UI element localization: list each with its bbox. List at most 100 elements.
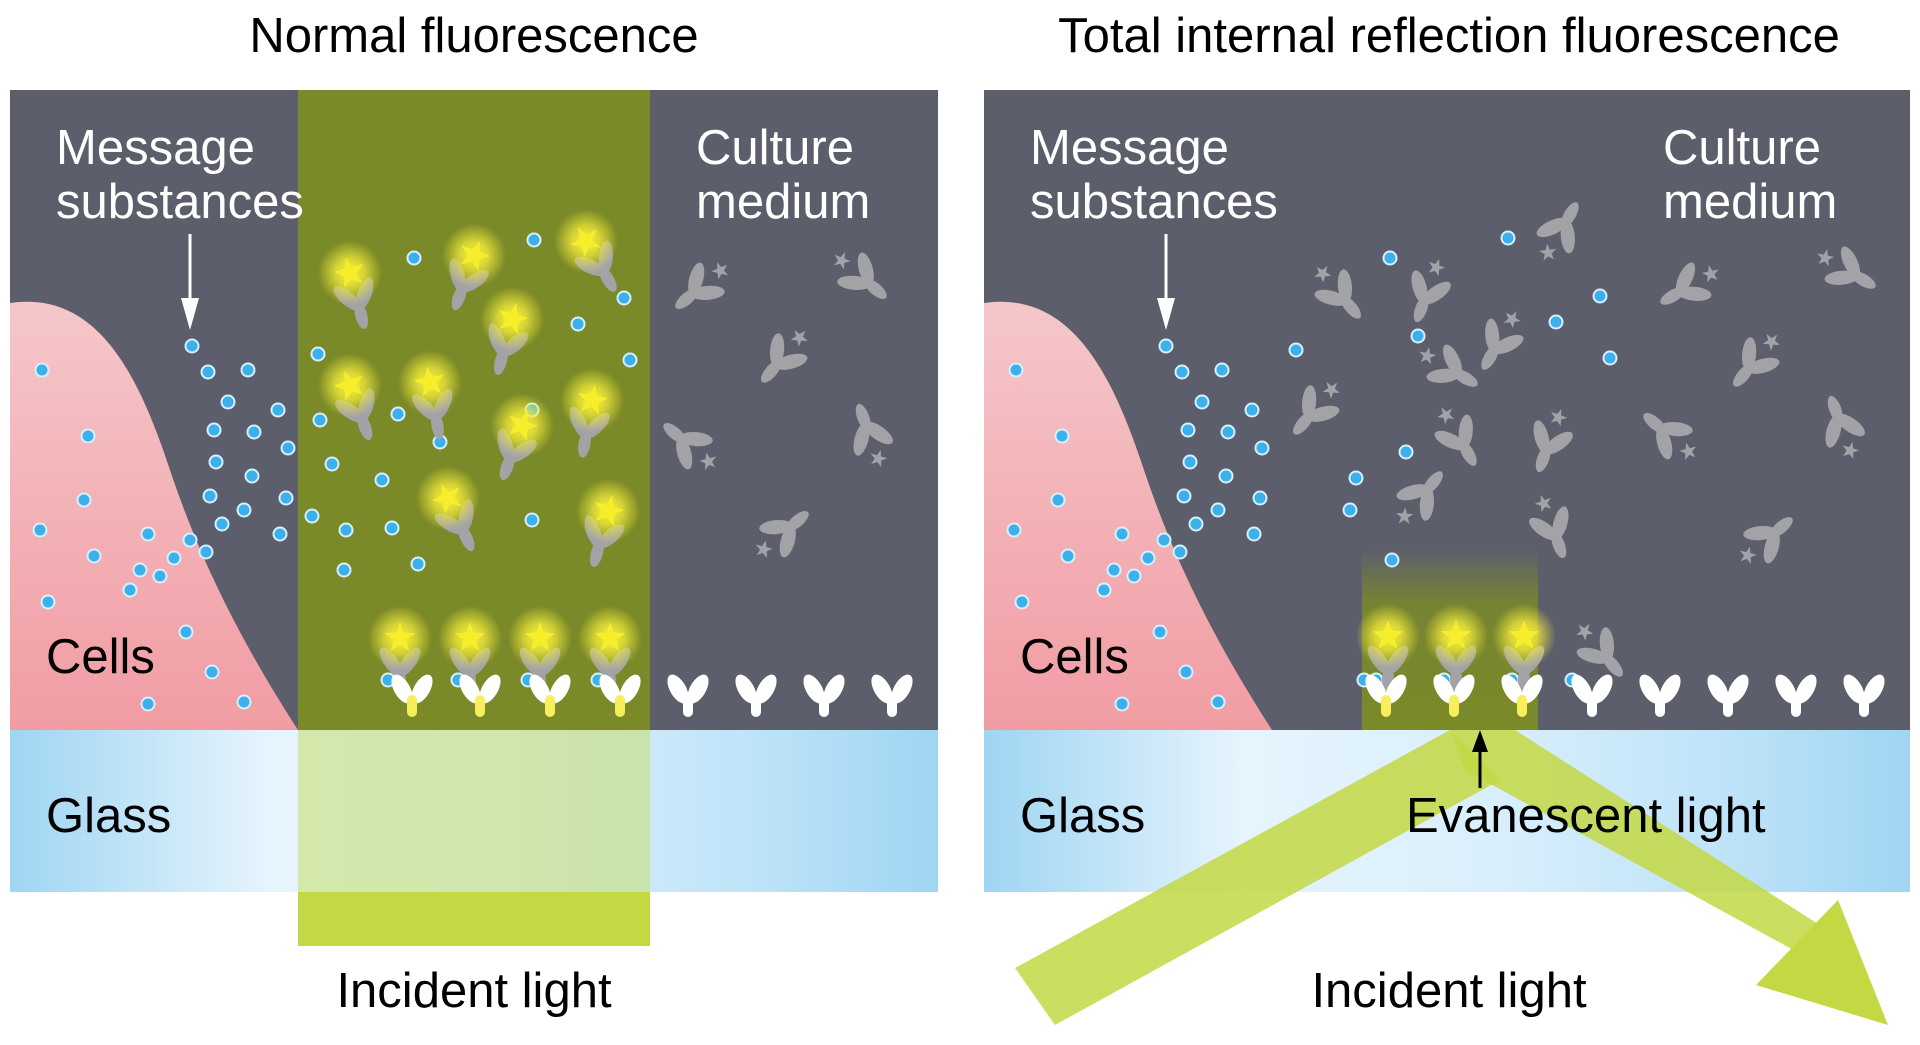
message-substance-dot [140,526,156,542]
receptor-icon [1639,674,1681,717]
message-substance-dot [1126,568,1142,584]
message-substance-dot [1254,440,1270,456]
message-substance-dot [616,290,632,306]
receptor-icon [1843,674,1885,717]
message-substance-dot [304,508,320,524]
receptor-icon [459,674,501,717]
antibody-icon [1411,258,1451,323]
left-cell [10,301,298,730]
receptor-icon [1571,674,1613,717]
message-substance-dot [1176,488,1192,504]
receptor-icon [1365,674,1407,717]
receptor-icon [1707,674,1749,717]
fluorescent-antibody-icon [397,350,462,440]
receptor-icon [1775,674,1817,717]
message-substance-dot [152,568,168,584]
antibody-icon [675,262,729,309]
message-substance-dot [140,696,156,712]
message-substance-dot [1382,250,1398,266]
right-label-glass: Glass [1020,789,1145,843]
message-substance-dot [86,548,102,564]
message-substance-dot [1174,364,1190,380]
antibody-icon [1825,395,1865,460]
message-substance-dot [272,526,288,542]
fluorescent-antibody-icon [560,368,625,458]
arrow-icon [181,234,199,330]
receptor-icon [599,674,641,717]
message-substance-dot [214,516,230,532]
fluorescent-antibody-icon [317,353,382,441]
message-substance-dot [40,594,56,610]
receptor-icon [667,674,709,717]
fluorescent-antibody-icon [480,286,545,375]
message-substance-dot [246,424,262,440]
message-substance-dot [1210,694,1226,710]
message-substance-dot [338,522,354,538]
antibody-icon [1434,407,1477,466]
left-beam-in-glass [298,730,650,892]
message-substance-dot [244,468,260,484]
message-substance-dot [76,492,92,508]
fluorescent-antibody-icon [554,209,618,292]
right-label-culture-1: Culture [1663,121,1821,175]
right-label-cells: Cells [1020,630,1129,684]
left-label-glass: Glass [46,789,171,843]
message-substance-dot [1060,548,1076,564]
message-substance-dot [270,402,286,418]
receptor-icon [871,674,913,717]
fluorescent-antibody-icon [576,478,641,567]
normal-fluorescence-panel: Normal fluorescence Message substances C… [10,9,938,1018]
message-substance-dot [1054,428,1070,444]
message-substance-dot [1182,454,1198,470]
message-substance-dot [1096,582,1112,598]
message-substance-dot [1252,490,1268,506]
antibody-icon [1576,623,1623,677]
fluorescent-antibody-icon [442,223,507,311]
message-substance-dot [278,490,294,506]
message-substance-dot [1006,522,1022,538]
antibody-icon [1643,413,1697,460]
message-substance-dot [198,544,214,560]
arrow-icon [1157,234,1175,330]
message-substance-dot [1178,664,1194,680]
message-substance-dot [1194,394,1210,410]
message-substance-dot [200,364,216,380]
antibody-icon [755,511,809,558]
message-substance-dot [1140,550,1156,566]
message-substance-dot [310,346,326,362]
message-substance-dot [1244,402,1260,418]
fluorescent-antibody-icon [415,466,480,552]
fluorescent-antibody-icon [1424,604,1488,694]
message-substance-dot [208,454,224,470]
message-substance-dot [204,664,220,680]
right-label-culture-2: medium [1663,175,1837,229]
right-title: Total internal reflection fluorescence [1058,9,1840,63]
antibody-icon [761,329,808,383]
antibody-icon [1314,265,1361,319]
message-substance-dot [384,520,400,536]
message-substance-dot [1106,562,1122,578]
message-substance-dot [206,422,222,438]
message-substance-dot [526,232,542,248]
message-substance-dot [524,512,540,528]
antibody-icon [1660,262,1719,305]
right-antibodies [1293,202,1885,717]
message-substance-dot [236,502,252,518]
left-label-culture-2: medium [696,175,870,229]
message-substance-dot [1188,516,1204,532]
antibody-icon [1817,246,1876,289]
message-substance-dot [1592,288,1608,304]
message-substance-dot [132,562,148,578]
receptor-icon [529,674,571,717]
message-substance-dot [570,316,586,332]
message-substance-dot [1156,532,1172,548]
antibody-icon [663,423,717,470]
left-incident-beam [298,892,650,946]
message-substance-dot [34,362,50,378]
antibody-icon [833,252,887,299]
message-substance-dot [1548,314,1564,330]
message-substance-dot [1410,328,1426,344]
left-label-message-1: Message [56,121,255,175]
